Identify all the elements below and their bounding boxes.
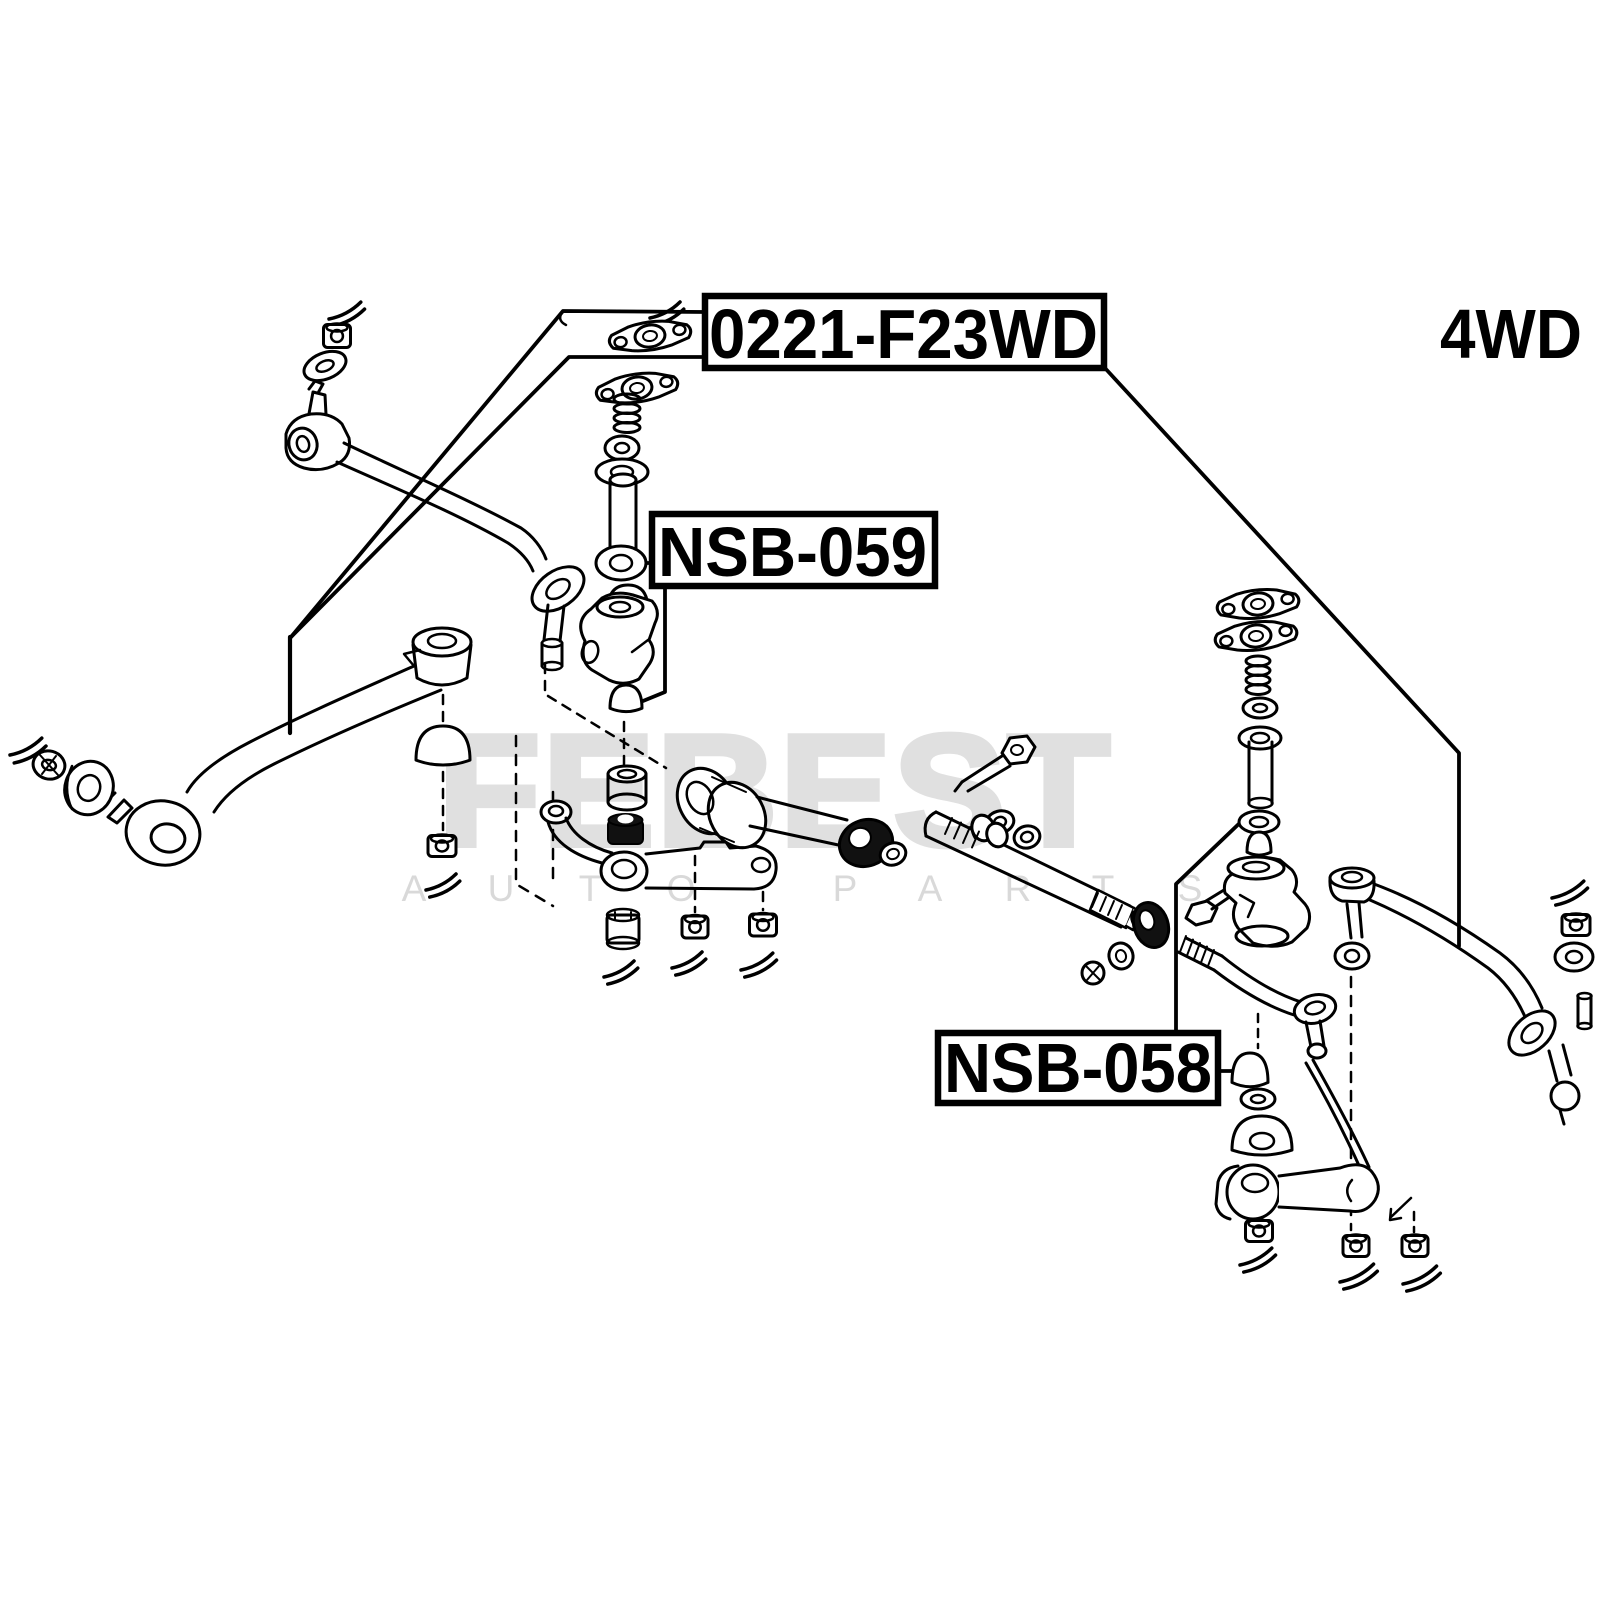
svg-text:U: U (488, 868, 515, 909)
svg-text:4WD: 4WD (1440, 295, 1582, 373)
svg-text:T: T (579, 868, 602, 909)
svg-text:0221-F23WD: 0221-F23WD (709, 295, 1098, 373)
svg-text:FEBEST: FEBEST (438, 703, 1112, 879)
svg-text:A: A (402, 868, 427, 909)
svg-text:NSB-059: NSB-059 (658, 513, 927, 591)
svg-text:A: A (918, 868, 943, 909)
svg-text:P: P (833, 868, 858, 909)
svg-text:NSB-058: NSB-058 (944, 1029, 1212, 1107)
